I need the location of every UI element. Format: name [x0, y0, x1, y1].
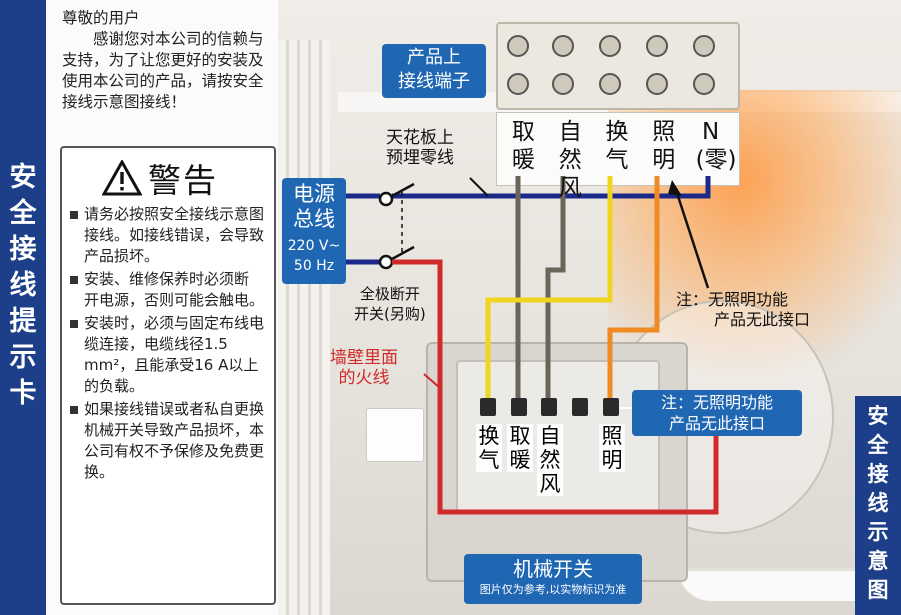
no-light-arrow-top — [674, 189, 710, 289]
warning-item: 请务必按照安全接线示意图接线。如接线错误，会导致产品损坏。 — [68, 204, 270, 267]
breaker-note: 全极断开 开关(另购) — [354, 285, 426, 323]
wall-switch-image — [366, 408, 424, 462]
switch-terminals — [480, 398, 619, 416]
terminal-ventilation: 换气 — [605, 119, 629, 173]
terminal-heating: 取暖 — [511, 119, 535, 173]
warning-header: 警告 — [102, 158, 218, 200]
switch-label-heating: 取 暖 — [507, 424, 533, 472]
terminal-label-panel — [496, 112, 740, 186]
notice-panel: 尊敬的用户 感谢您对本公司的信赖与支持，为了让您更好的安装及使用本公司的产品，请… — [46, 0, 278, 615]
terminal-labels: 取暖 自然风 换气 照明 N(零) — [500, 118, 737, 201]
switch-label-lighting: 照 明 — [599, 424, 625, 472]
greeting: 尊敬的用户 — [62, 9, 140, 27]
left-strip-title: 安 全 接 线 提 示 卡 — [9, 162, 37, 409]
neutral-wire — [392, 176, 711, 199]
intro-body: 感谢您对本公司的信赖与支持，为了让您更好的安装及使用本公司的产品，请按安全接线示… — [62, 30, 264, 111]
warning-item: 安装时，必须与固定布线电缆连接，电缆线径1.5 mm²，且能承受16 A以上的负… — [68, 313, 270, 397]
breaker-contact — [378, 254, 394, 270]
warning-list: 请务必按照安全接线示意图接线。如接线错误，会导致产品损坏。 安装、维修保养时必须… — [68, 204, 270, 485]
live-note-arrow — [423, 373, 441, 389]
no-light-arrowhead — [668, 180, 682, 196]
terminal-neutral: N(零) — [695, 119, 737, 173]
curtain — [278, 40, 330, 615]
switch-label-ventilation: 换 气 — [476, 424, 502, 472]
live-wire — [392, 259, 719, 515]
warning-item: 如果接线错误或者私自更换机械开关导致产品损坏，本公司有权不予保修及免费更换。 — [68, 399, 270, 483]
warning-title: 警告 — [148, 161, 218, 200]
breaker-lever — [391, 182, 415, 198]
ceiling-note-arrow — [469, 177, 489, 197]
power-bus-callout: 电源 总线 220 V~ 50 Hz — [282, 178, 346, 284]
no-light-note-top: 注：无照明功能 产品无此接口 — [676, 290, 811, 329]
switch-label-natural-wind: 自 然 风 — [537, 424, 563, 496]
natural-wind-wire — [545, 176, 566, 400]
mechanical-switch-callout: 机械开关 图片仅为参考,以实物标识为准 — [464, 554, 642, 604]
right-strip-title: 安 全 接 线 示 意 图 — [867, 404, 889, 602]
terminal-screws — [507, 35, 715, 95]
breaker-lever — [391, 245, 415, 261]
no-light-note-bottom: 注：无照明功能 产品无此接口 — [632, 390, 802, 436]
warning-box: 警告 请务必按照安全接线示意图接线。如接线错误，会导致产品损坏。 安装、维修保养… — [60, 146, 276, 605]
right-title-strip: 安 全 接 线 示 意 图 — [855, 396, 901, 615]
breaker-contact — [378, 191, 394, 207]
intro-text: 尊敬的用户 感谢您对本公司的信赖与支持，为了让您更好的安装及使用本公司的产品，请… — [62, 8, 272, 113]
lighting-wire — [607, 176, 660, 400]
warning-item: 安装、维修保养时必须断 开电源，否则可能会触电。 — [68, 269, 270, 311]
warning-triangle-icon — [102, 160, 142, 196]
ventilation-wire — [485, 176, 613, 400]
terminal-natural-wind: 自然风 — [558, 119, 582, 201]
live-wire-note: 墙壁里面 的火线 — [330, 348, 398, 388]
terminal-callout: 产品上 接线端子 — [382, 44, 486, 98]
left-title-strip: 安 全 接 线 提 示 卡 — [0, 0, 46, 615]
terminal-lighting: 照明 — [652, 119, 676, 173]
ceiling-neutral-note: 天花板上 预埋零线 — [386, 128, 454, 168]
